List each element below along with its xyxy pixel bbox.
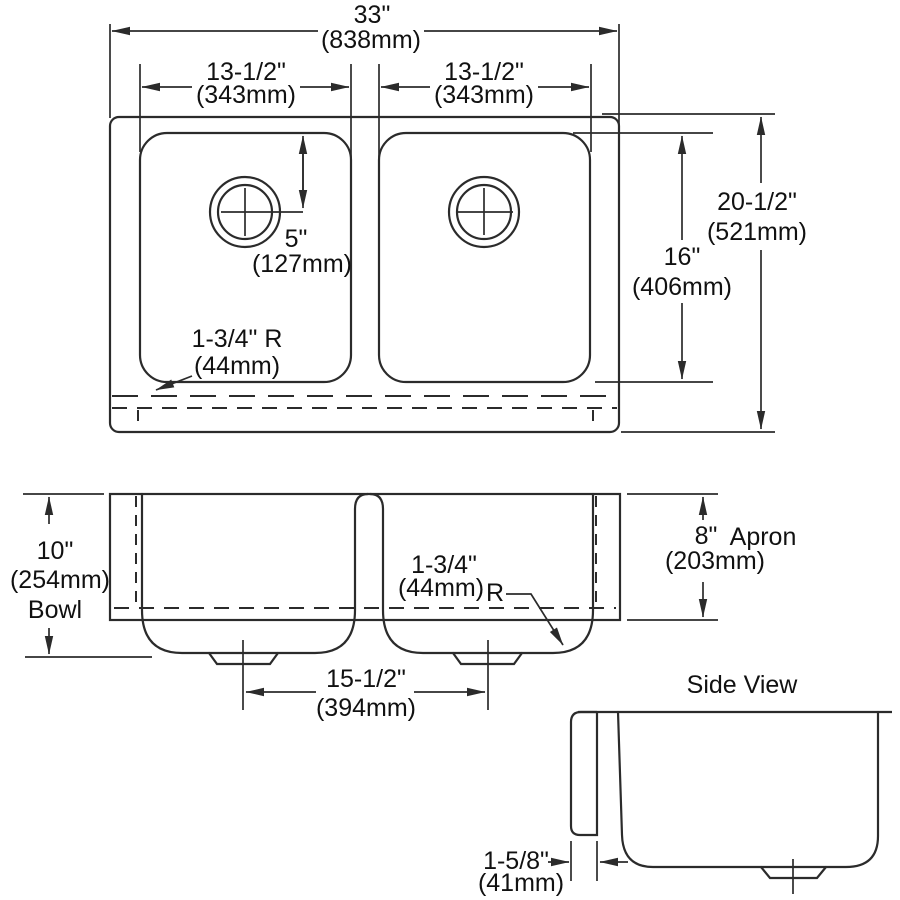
apron-thickness-in: 1-5/8" xyxy=(483,847,549,875)
dim-apron-height: 8" Apron (203mm) xyxy=(627,493,797,621)
front-right-bowl-profile xyxy=(368,492,595,655)
right-bowl-width-mm: (343mm) xyxy=(434,81,534,109)
overall-front-to-back-in: 20-1/2" xyxy=(717,188,797,216)
bowl-front-to-back-in: 16" xyxy=(664,243,701,271)
dim-left-bowl-width: 13-1/2" (343mm) xyxy=(139,58,352,162)
apron-height-label: Apron xyxy=(730,523,797,551)
drain-offset-in: 5" xyxy=(285,225,308,253)
overall-front-to-back-mm: (521mm) xyxy=(707,218,807,246)
callout-corner-radius: 1-3/4" R (44mm) xyxy=(155,325,283,391)
left-bowl-width-mm: (343mm) xyxy=(196,81,296,109)
bowl-depth-mm: (254mm) xyxy=(10,566,110,594)
dim-overall-front-to-back: 20-1/2" (521mm) xyxy=(602,113,807,433)
apron-height-mm: (203mm) xyxy=(665,547,765,575)
drain-centers-mm: (394mm) xyxy=(316,694,416,722)
bottom-radius-in: 1-3/4" xyxy=(411,551,477,579)
apron-height-in: 8" xyxy=(695,522,718,550)
dim-bowl-front-to-back: 16" (406mm) xyxy=(573,132,732,383)
dim-drain-offset: 5" (127mm) xyxy=(252,135,352,278)
apron-thickness-mm: (41mm) xyxy=(478,869,564,897)
bowl-depth-label: Bowl xyxy=(28,596,82,624)
drain-offset-mm: (127mm) xyxy=(252,250,352,278)
plan-sink-outline xyxy=(108,115,621,434)
top-view: 33" (838mm) 13-1/2" (343mm) 13-1/2" (343… xyxy=(108,1,807,434)
dim-drain-centers: 15-1/2" (394mm) xyxy=(245,665,486,722)
side-bowl-profile xyxy=(616,710,880,869)
dim-overall-width: 33" (838mm) xyxy=(109,1,620,148)
corner-radius-mm: (44mm) xyxy=(194,352,280,380)
dim-apron-thickness: 1-5/8" (41mm) xyxy=(478,841,628,897)
bottom-radius-r: R xyxy=(486,579,504,607)
callout-bottom-radius: 1-3/4" (44mm) R xyxy=(398,551,564,646)
front-view: 10" (254mm) Bowl 1-3/4" (44mm) R 15-1/2"… xyxy=(10,492,797,722)
right-drain-icon xyxy=(447,175,521,249)
apron-panel-outline xyxy=(108,492,622,622)
corner-radius-in: 1-3/4" R xyxy=(192,325,283,353)
overall-width-mm: (838mm) xyxy=(321,26,421,54)
plan-left-bowl xyxy=(138,131,353,384)
dim-right-bowl-width: 13-1/2" (343mm) xyxy=(378,58,592,162)
side-view-title: Side View xyxy=(687,671,799,699)
plan-right-bowl xyxy=(377,131,592,384)
left-drain-icon xyxy=(208,175,303,249)
front-left-bowl-profile xyxy=(140,492,370,655)
bottom-radius-mm: (44mm) xyxy=(398,574,484,602)
dim-bowl-depth: 10" (254mm) Bowl xyxy=(10,493,152,658)
overall-width-in: 33" xyxy=(354,1,391,29)
side-apron-panel xyxy=(569,710,599,837)
side-view: Side View 1-5/8" (41mm) xyxy=(478,671,892,897)
bowl-front-to-back-mm: (406mm) xyxy=(632,273,732,301)
right-bowl-width-in: 13-1/2" xyxy=(444,58,524,86)
drain-centers-in: 15-1/2" xyxy=(326,665,406,693)
left-bowl-width-in: 13-1/2" xyxy=(206,58,286,86)
bowl-depth-in: 10" xyxy=(37,537,74,565)
